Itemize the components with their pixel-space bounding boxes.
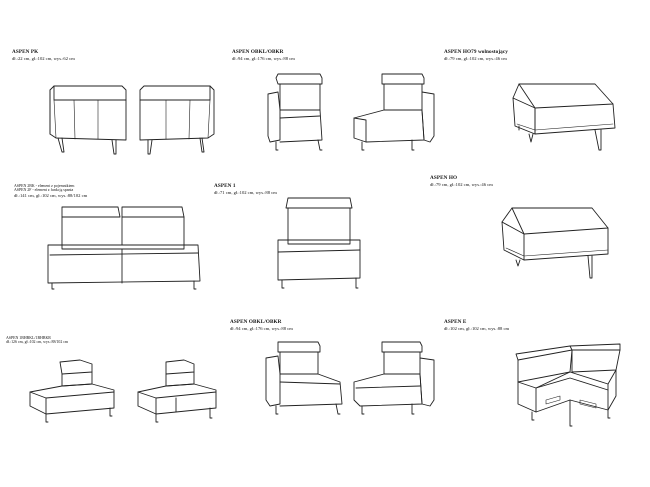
module-dimensions: dł.:22 cm, gł.:102 cm, wys.:62 cm (12, 55, 75, 61)
module-name: ASPEN PK (12, 49, 39, 55)
module-drawing-1 (277, 197, 361, 289)
module-dimensions: dł.:79 cm, gł.:102 cm, wys.:46 cm (444, 55, 507, 61)
module-drawing-pk (49, 85, 215, 155)
side-panel-left (49, 85, 127, 155)
module-name: ASPEN 1BHBKL/1BHBKR (6, 336, 51, 340)
module-caption-obkl-bottom: ASPEN OBKL/OBKR dł.:94 cm, gł.:176 cm, w… (230, 319, 293, 331)
module-note: ASPEN 2F - element z funkcją spania (14, 188, 74, 193)
module-dimensions: dł.:79 cm, gł.:102 cm, wys.:46 cm (430, 181, 493, 187)
module-caption-e: ASPEN E dł.:102 cm, gł.:102 cm, wys.:88 … (444, 319, 510, 331)
module-drawing-ho (501, 207, 609, 279)
module-caption-2bk: ASPEN 2BK - element z pojemnikiem ASPEN … (14, 184, 87, 198)
module-name: ASPEN E (444, 319, 467, 325)
module-name: ASPEN OBKL/OBKR (230, 319, 282, 325)
module-dimensions: dł.:102 cm, gł.:102 cm, wys.:88 cm (444, 325, 510, 331)
module-caption-pk: ASPEN PK dł.:22 cm, gł.:102 cm, wys.:62 … (12, 49, 75, 61)
side-panel-right (139, 85, 215, 155)
module-caption-1bhbkl: ASPEN 1BHBKL/1BHBKR dł.:126 cm, gł.:102 … (6, 336, 68, 345)
module-drawing-obkl-top (267, 73, 435, 151)
module-name: ASPEN HO79 wolnostojący (444, 49, 508, 55)
module-name: ASPEN HO (430, 175, 458, 181)
chaise-right (353, 341, 435, 415)
module-dimensions: dł.:94 cm, gł.:176 cm, wys.:88 cm (232, 55, 295, 61)
module-drawing-2bk (47, 206, 201, 290)
module-drawing-1bhbkl (29, 359, 217, 423)
module-drawing-obkl-bottom (265, 341, 435, 415)
module-dimensions: dł.:126 cm, gł.:102 cm, wys.:88/102 cm (6, 340, 69, 345)
chaise-right (353, 73, 435, 151)
module-name: ASPEN 2BK - element z pojemnikiem (14, 184, 75, 188)
module-dimensions: dł.:94 cm, gł.:176 cm, wys.:88 cm (230, 325, 293, 331)
module-caption-ho79: ASPEN HO79 wolnostojący dł.:79 cm, gł.:1… (444, 49, 508, 61)
module-caption-ho: ASPEN HO dł.:79 cm, gł.:102 cm, wys.:46 … (430, 175, 493, 187)
module-dimensions: dł.:71 cm, gł.:102 cm, wys.:88 cm (214, 189, 277, 195)
module-dimensions: dł.:141 cm, gł.:102 cm, wys.:88/102 cm (14, 192, 88, 198)
chaise-left (265, 341, 343, 415)
module-caption-obkl-top: ASPEN OBKL/OBKR dł.:94 cm, gł.:176 cm, w… (232, 49, 295, 61)
bench-left (29, 359, 115, 423)
bench-right (137, 359, 217, 423)
module-caption-1: ASPEN 1 dł.:71 cm, gł.:102 cm, wys.:88 c… (214, 183, 277, 195)
module-name: ASPEN 1 (214, 183, 236, 189)
module-name: ASPEN OBKL/OBKR (232, 49, 284, 55)
module-drawing-e (515, 343, 621, 427)
module-drawing-ho79 (512, 83, 616, 151)
chaise-left (267, 73, 323, 151)
